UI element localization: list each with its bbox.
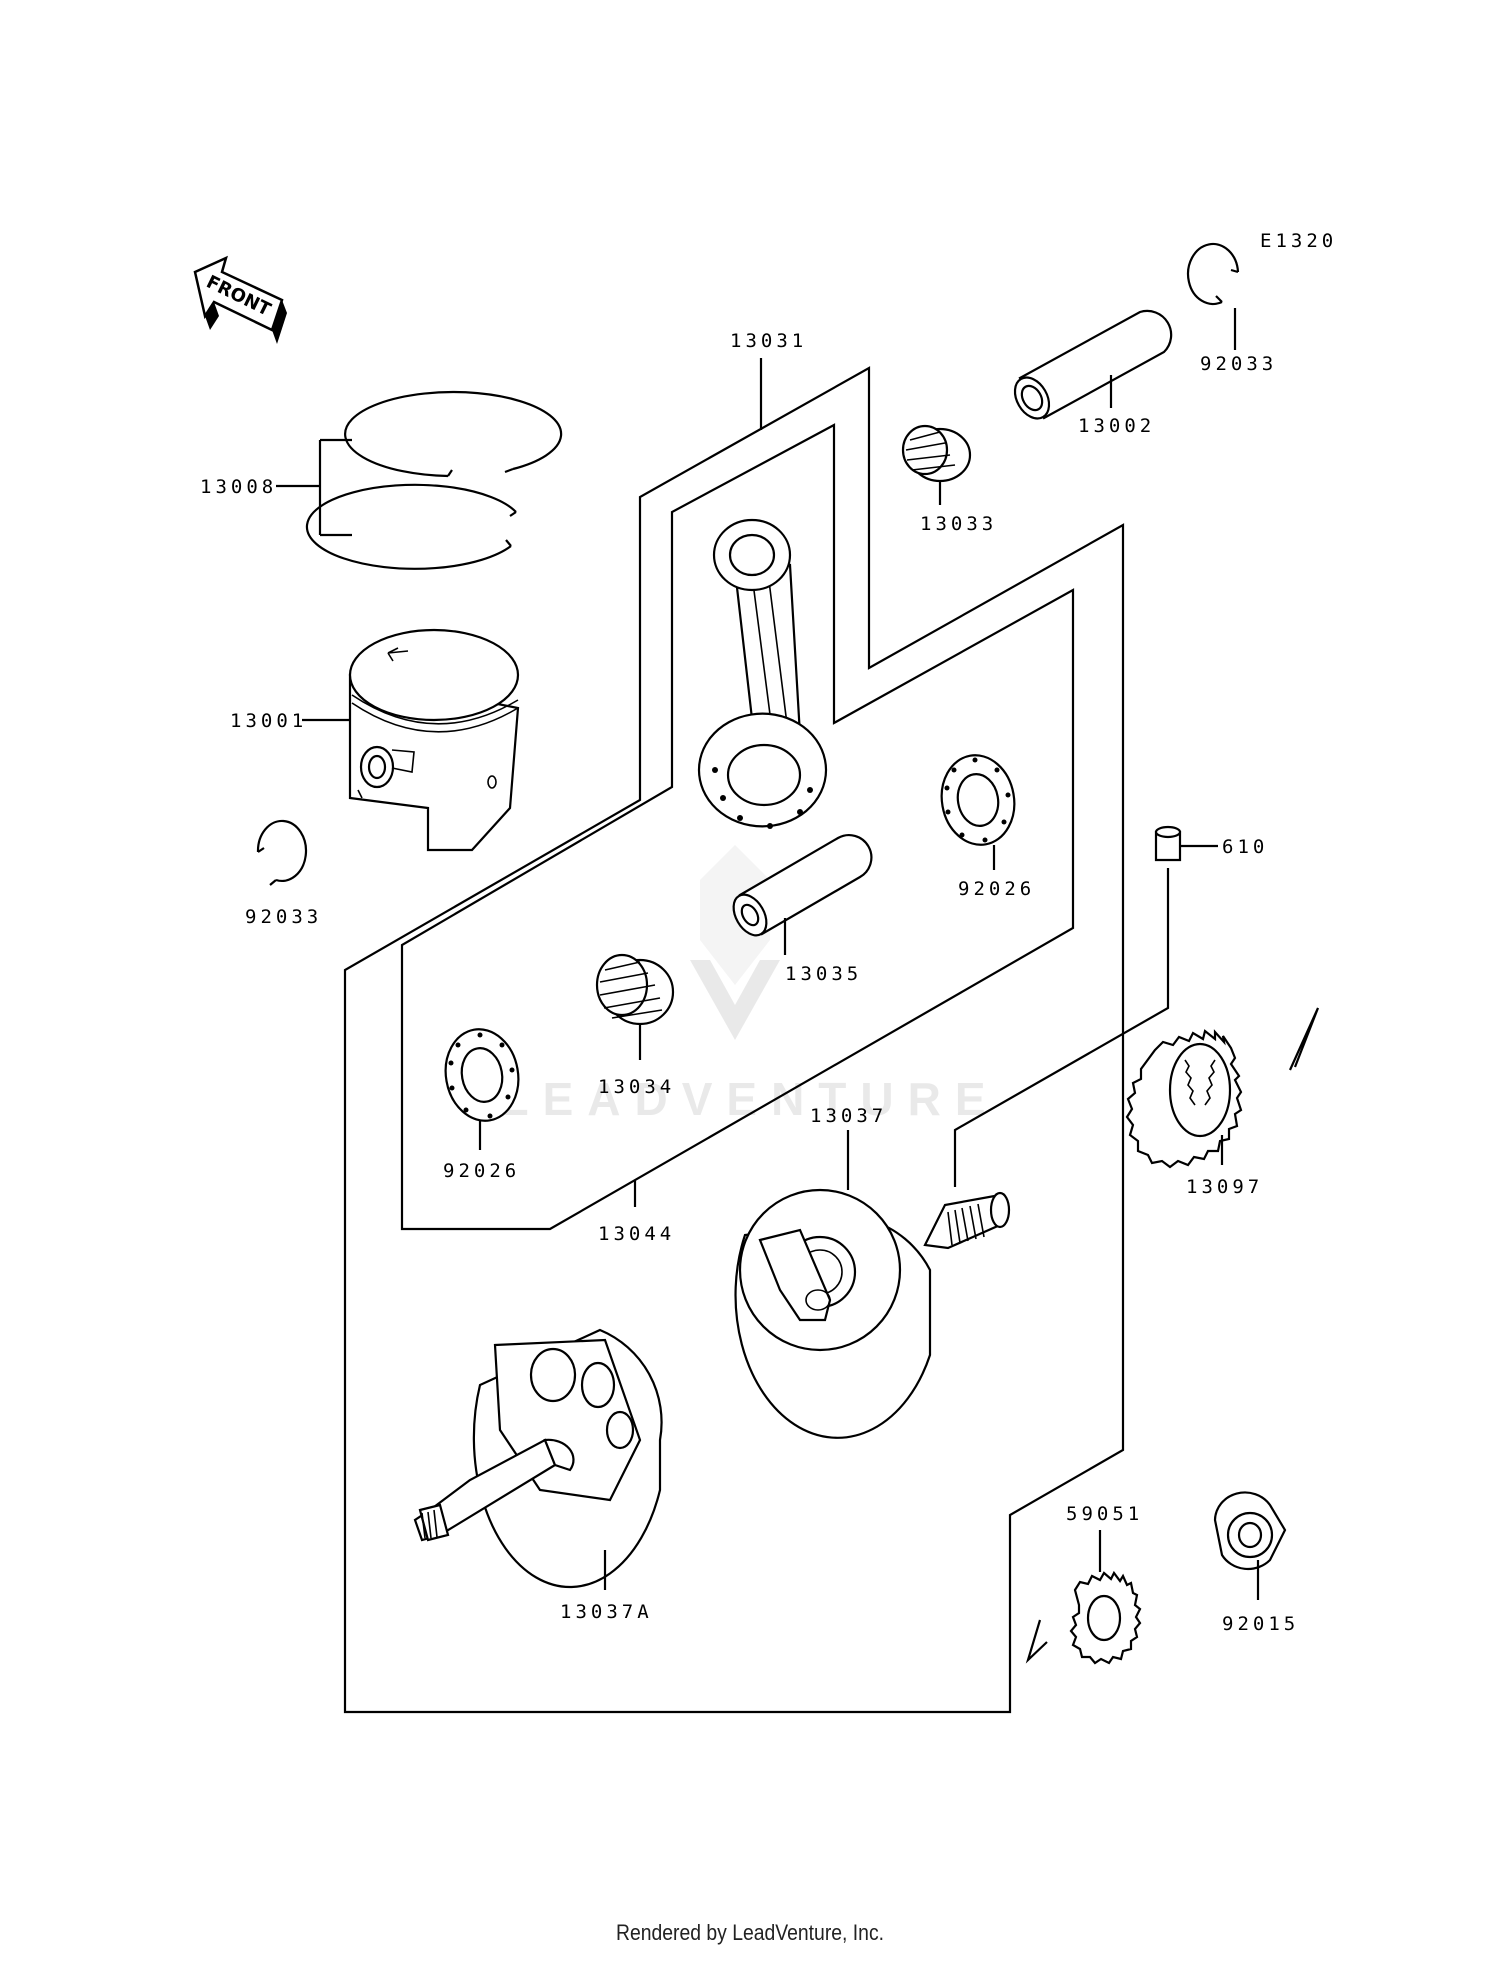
- piston-pin: [1013, 309, 1173, 420]
- mark-59051: [1025, 1619, 1048, 1664]
- balancer-gear: [1069, 1570, 1142, 1665]
- leader-610-to-crank: [953, 868, 1170, 1187]
- label-13034: 13034: [598, 1076, 675, 1098]
- crank-pin: [732, 834, 873, 937]
- nut: [1213, 1491, 1287, 1571]
- label-13008: 13008: [200, 476, 277, 498]
- label-92026-left: 92026: [443, 1160, 520, 1182]
- label-610: 610: [1222, 836, 1268, 858]
- piston: [348, 628, 520, 852]
- label-92026-right: 92026: [958, 878, 1035, 900]
- connecting-rod-boundary: [400, 423, 1075, 1231]
- watermark-text: LEADVENTURE: [500, 1073, 999, 1125]
- label-13033: 13033: [920, 513, 997, 535]
- primary-gear: [1125, 1029, 1243, 1169]
- mark-13097: [1288, 1007, 1320, 1071]
- needle-bearing-big-end: [595, 953, 675, 1026]
- crankshaft-left-half: [413, 1328, 663, 1589]
- dowel-pin: [1154, 825, 1182, 862]
- label-13097: 13097: [1186, 1176, 1263, 1198]
- thrust-washer-left: [444, 1028, 520, 1122]
- label-13031: 13031: [730, 330, 807, 352]
- label-13037: 13037: [810, 1105, 887, 1127]
- connecting-rod: [697, 518, 828, 829]
- label-92015: 92015: [1222, 1613, 1299, 1635]
- label-59051: 59051: [1066, 1503, 1143, 1525]
- footer-credit: Rendered by LeadVenture, Inc.: [615, 1920, 885, 1945]
- label-13035: 13035: [785, 963, 862, 985]
- label-92033-left: 92033: [245, 906, 322, 928]
- label-13044: 13044: [598, 1223, 675, 1245]
- label-13037A: 13037A: [560, 1601, 653, 1623]
- circlip-right: [1186, 242, 1240, 306]
- piston-rings: [305, 390, 563, 570]
- diagram-code: E1320: [1260, 230, 1337, 252]
- front-arrow-icon: FRONT: [193, 255, 287, 344]
- leadventure-watermark: LEADVENTURE: [500, 845, 999, 1125]
- crankshaft-right-half: [734, 1188, 1011, 1439]
- label-13001: 13001: [230, 710, 307, 732]
- leader-13008: [276, 438, 352, 537]
- label-13002: 13002: [1078, 415, 1155, 437]
- needle-bearing-small-end: [901, 424, 972, 483]
- circlip-left: [256, 819, 308, 886]
- label-92033-right: 92033: [1200, 353, 1277, 375]
- thrust-washer-right: [940, 754, 1016, 846]
- crankshaft-assembly-boundary: [343, 366, 1125, 1714]
